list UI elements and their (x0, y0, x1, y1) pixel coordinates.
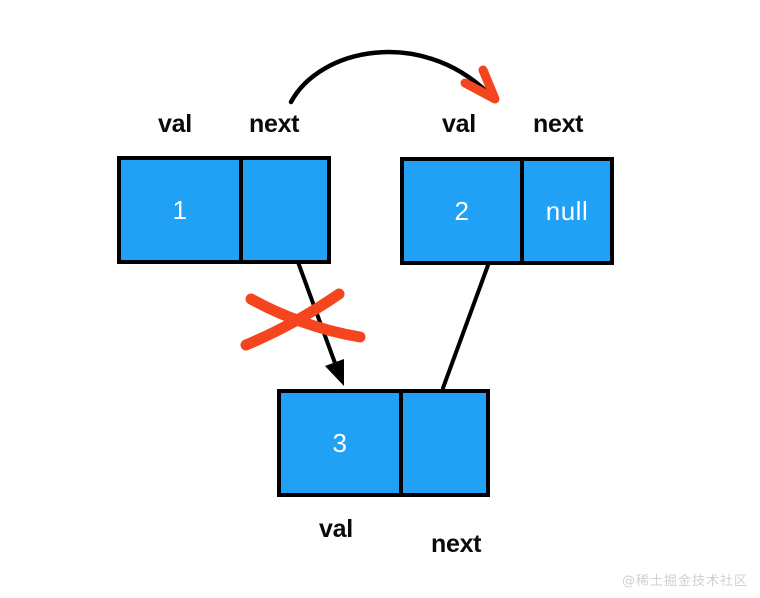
node-3-next-cell[interactable] (399, 389, 490, 497)
curved-arrow-node1-to-node2-icon (288, 49, 500, 105)
red-cross-mark-icon (240, 288, 366, 351)
list-node-2[interactable]: 2 null (400, 157, 614, 265)
node-3-val-label: val (319, 515, 353, 543)
node-1-next-label: next (249, 110, 300, 138)
node-2-next-label: next (533, 110, 584, 138)
node-1-next-cell[interactable] (239, 156, 331, 264)
list-node-1[interactable]: 1 (117, 156, 331, 264)
arrow-node3next-to-node2-icon (441, 244, 494, 390)
node-2-next-cell[interactable]: null (520, 157, 614, 265)
list-node-3[interactable]: 3 (277, 389, 490, 497)
node-3-next-label: next (431, 530, 482, 558)
node-1-val-label: val (158, 110, 192, 138)
node-1-val-cell[interactable]: 1 (117, 156, 243, 264)
node-3-val-cell[interactable]: 3 (277, 389, 403, 497)
watermark: @稀土掘金技术社区 (621, 574, 748, 589)
node-2-val-cell[interactable]: 2 (400, 157, 524, 265)
node-2-val-label: val (442, 110, 476, 138)
